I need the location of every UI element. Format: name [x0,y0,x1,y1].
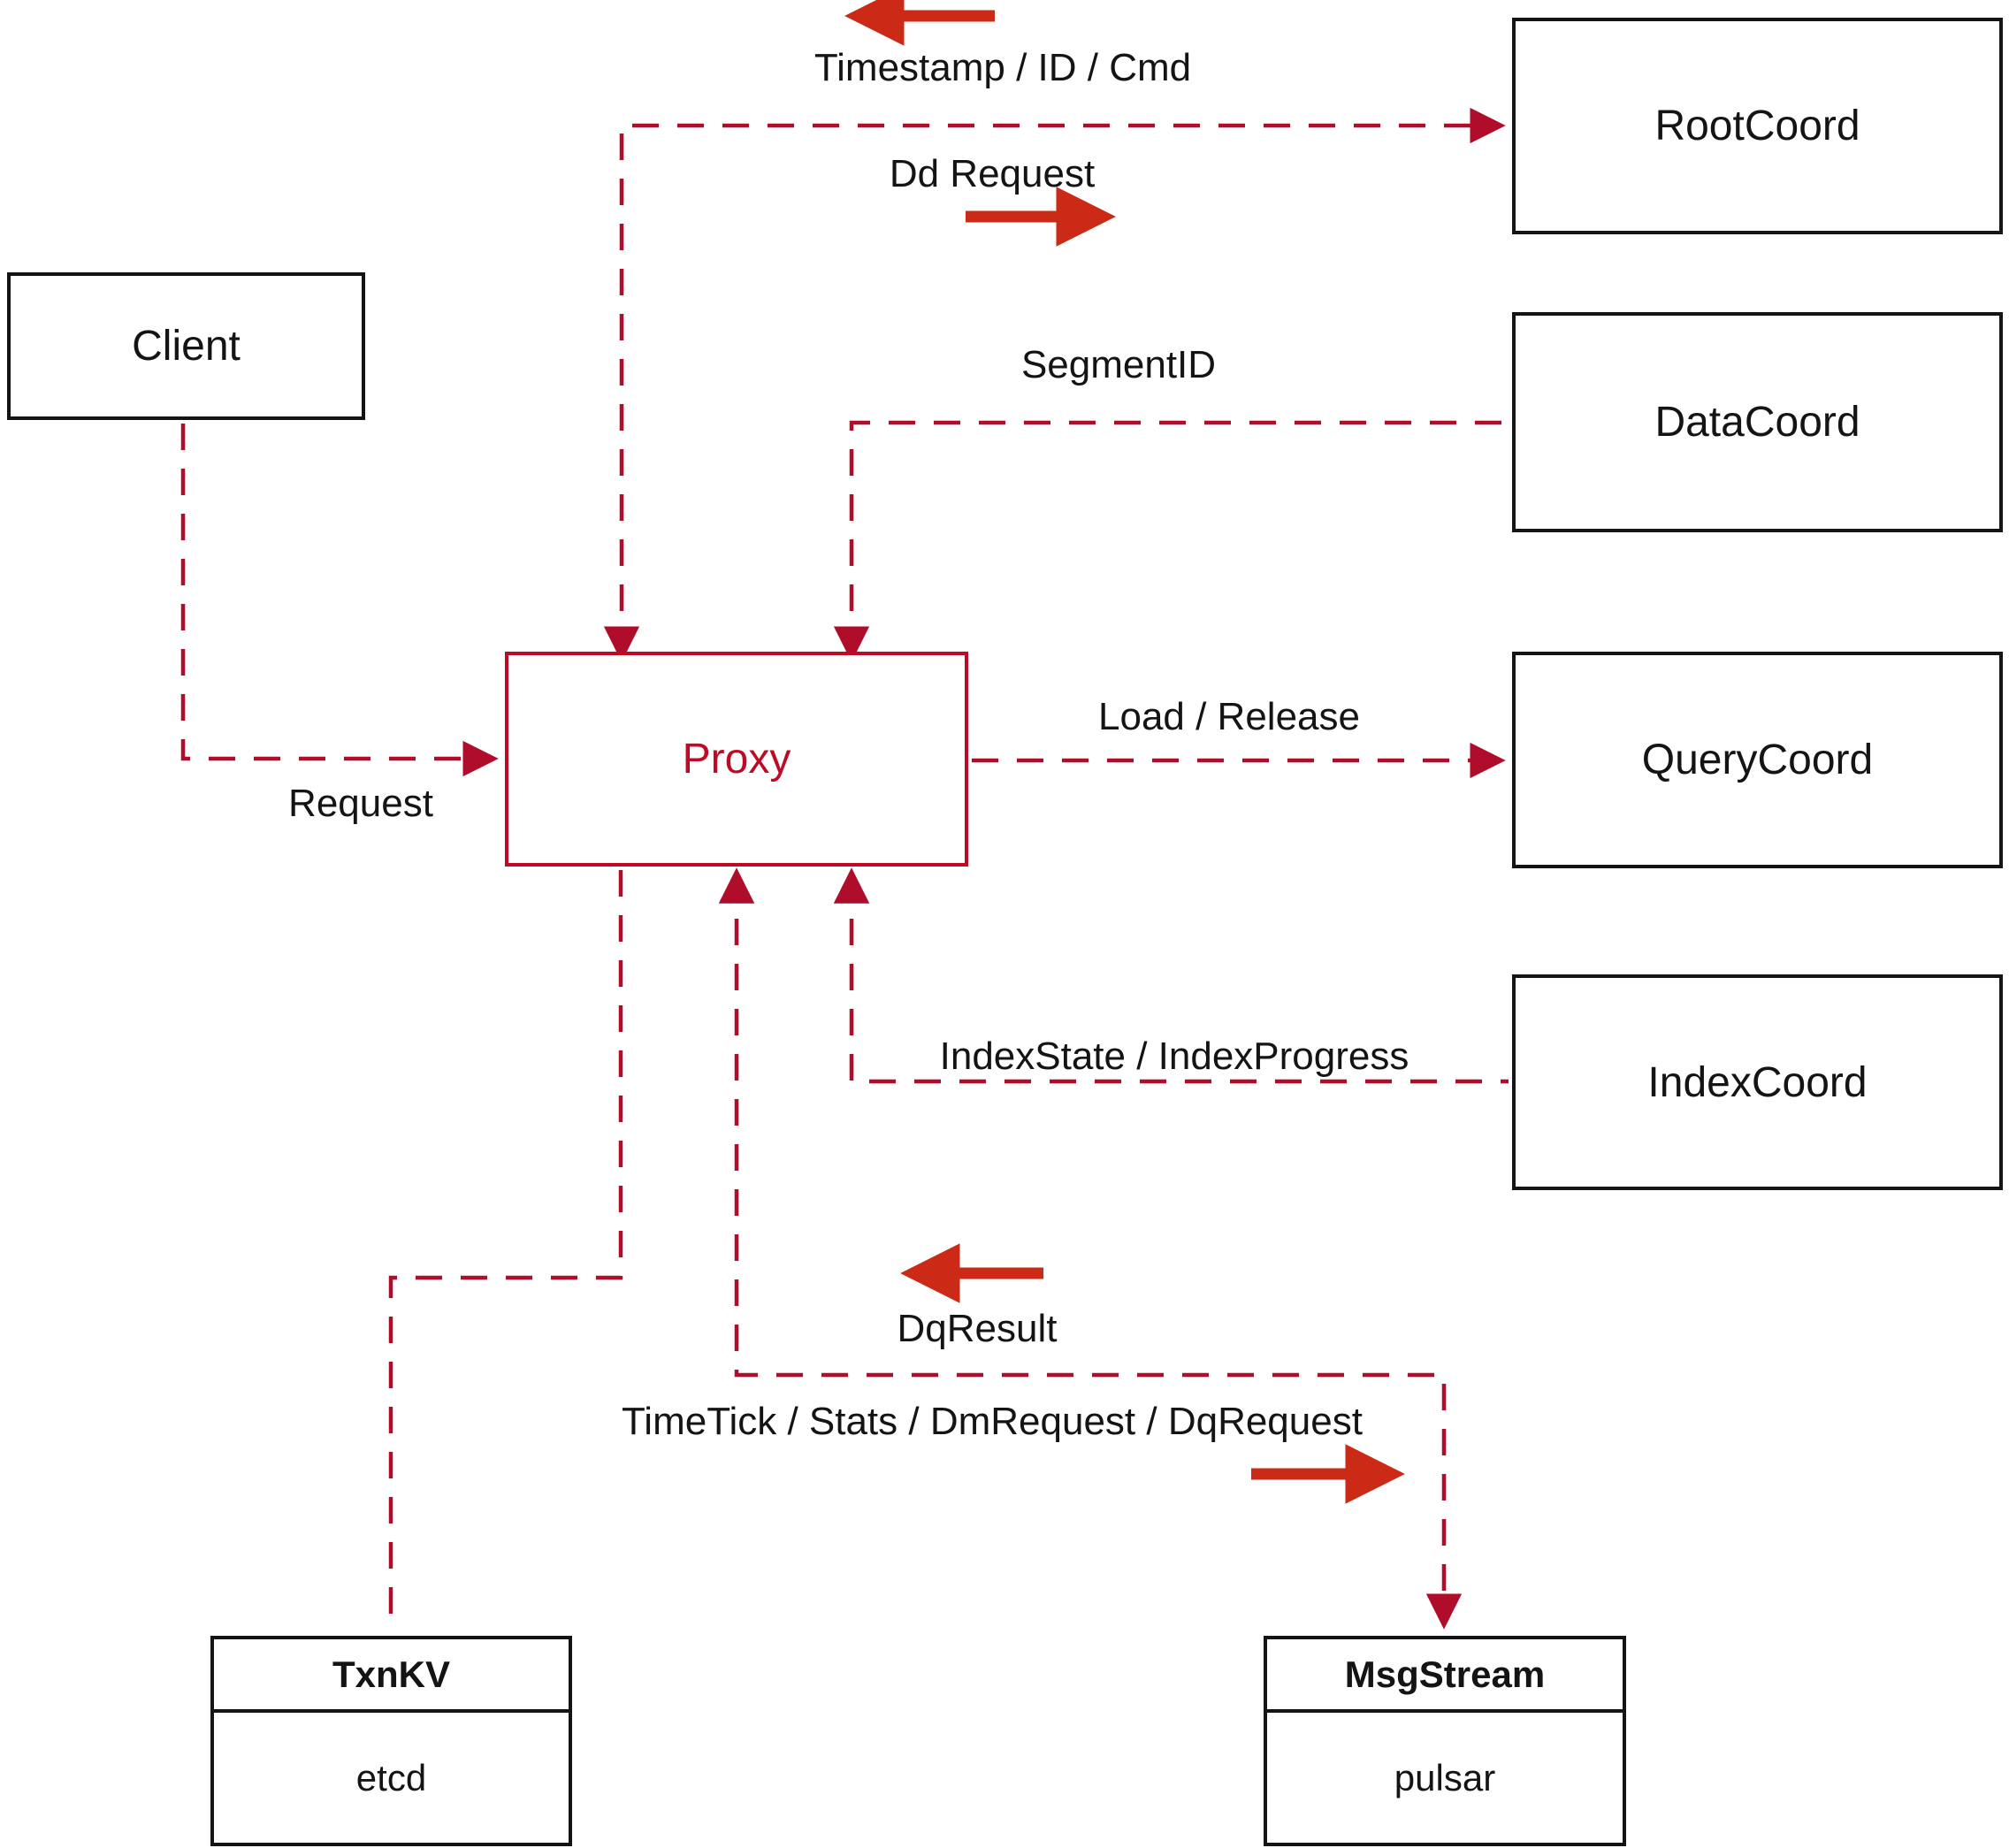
node-msgstream: MsgStream pulsar [1264,1636,1626,1846]
node-indexcoord-label: IndexCoord [1647,1058,1868,1106]
node-querycoord: QueryCoord [1512,652,2003,868]
edge-datacoord-proxy [833,420,1509,662]
edge-label-dd-request: Dd Request [889,152,1096,195]
node-rootcoord: RootCoord [1512,18,2003,234]
edge-label-segment-id: SegmentID [1020,343,1217,386]
edge-label-timetick: TimeTick / Stats / DmRequest / DqRequest [622,1400,1363,1443]
node-datacoord-label: DataCoord [1654,399,1860,446]
node-querycoord-label: QueryCoord [1641,737,1874,783]
edge-label-request: Request [288,782,433,825]
edge-proxy-msgstream [718,867,1463,1630]
node-indexcoord: IndexCoord [1512,974,2003,1190]
node-txnkv-title: TxnKV [214,1639,569,1713]
node-client: Client [7,272,365,420]
edge-label-load-release: Load / Release [1098,695,1360,738]
node-txnkv: TxnKV etcd [210,1636,572,1846]
edge-client-proxy [180,424,499,777]
node-datacoord: DataCoord [1512,312,2003,532]
edge-proxy-txnkv [388,870,623,1632]
edge-label-dq-result: DqResult [897,1307,1058,1350]
node-txnkv-subtitle: etcd [355,1756,427,1798]
node-proxy-label: Proxy [682,736,791,783]
edge-proxy-rootcoord [603,107,1506,662]
node-rootcoord-label: RootCoord [1654,103,1860,149]
node-proxy: Proxy [505,652,968,867]
node-client-label: Client [132,323,241,370]
edge-label-index-state: IndexState / IndexProgress [939,1035,1409,1078]
node-msgstream-subtitle: pulsar [1394,1756,1496,1798]
edge-label-timestamp: Timestamp / ID / Cmd [814,46,1192,89]
node-msgstream-title: MsgStream [1267,1639,1623,1713]
